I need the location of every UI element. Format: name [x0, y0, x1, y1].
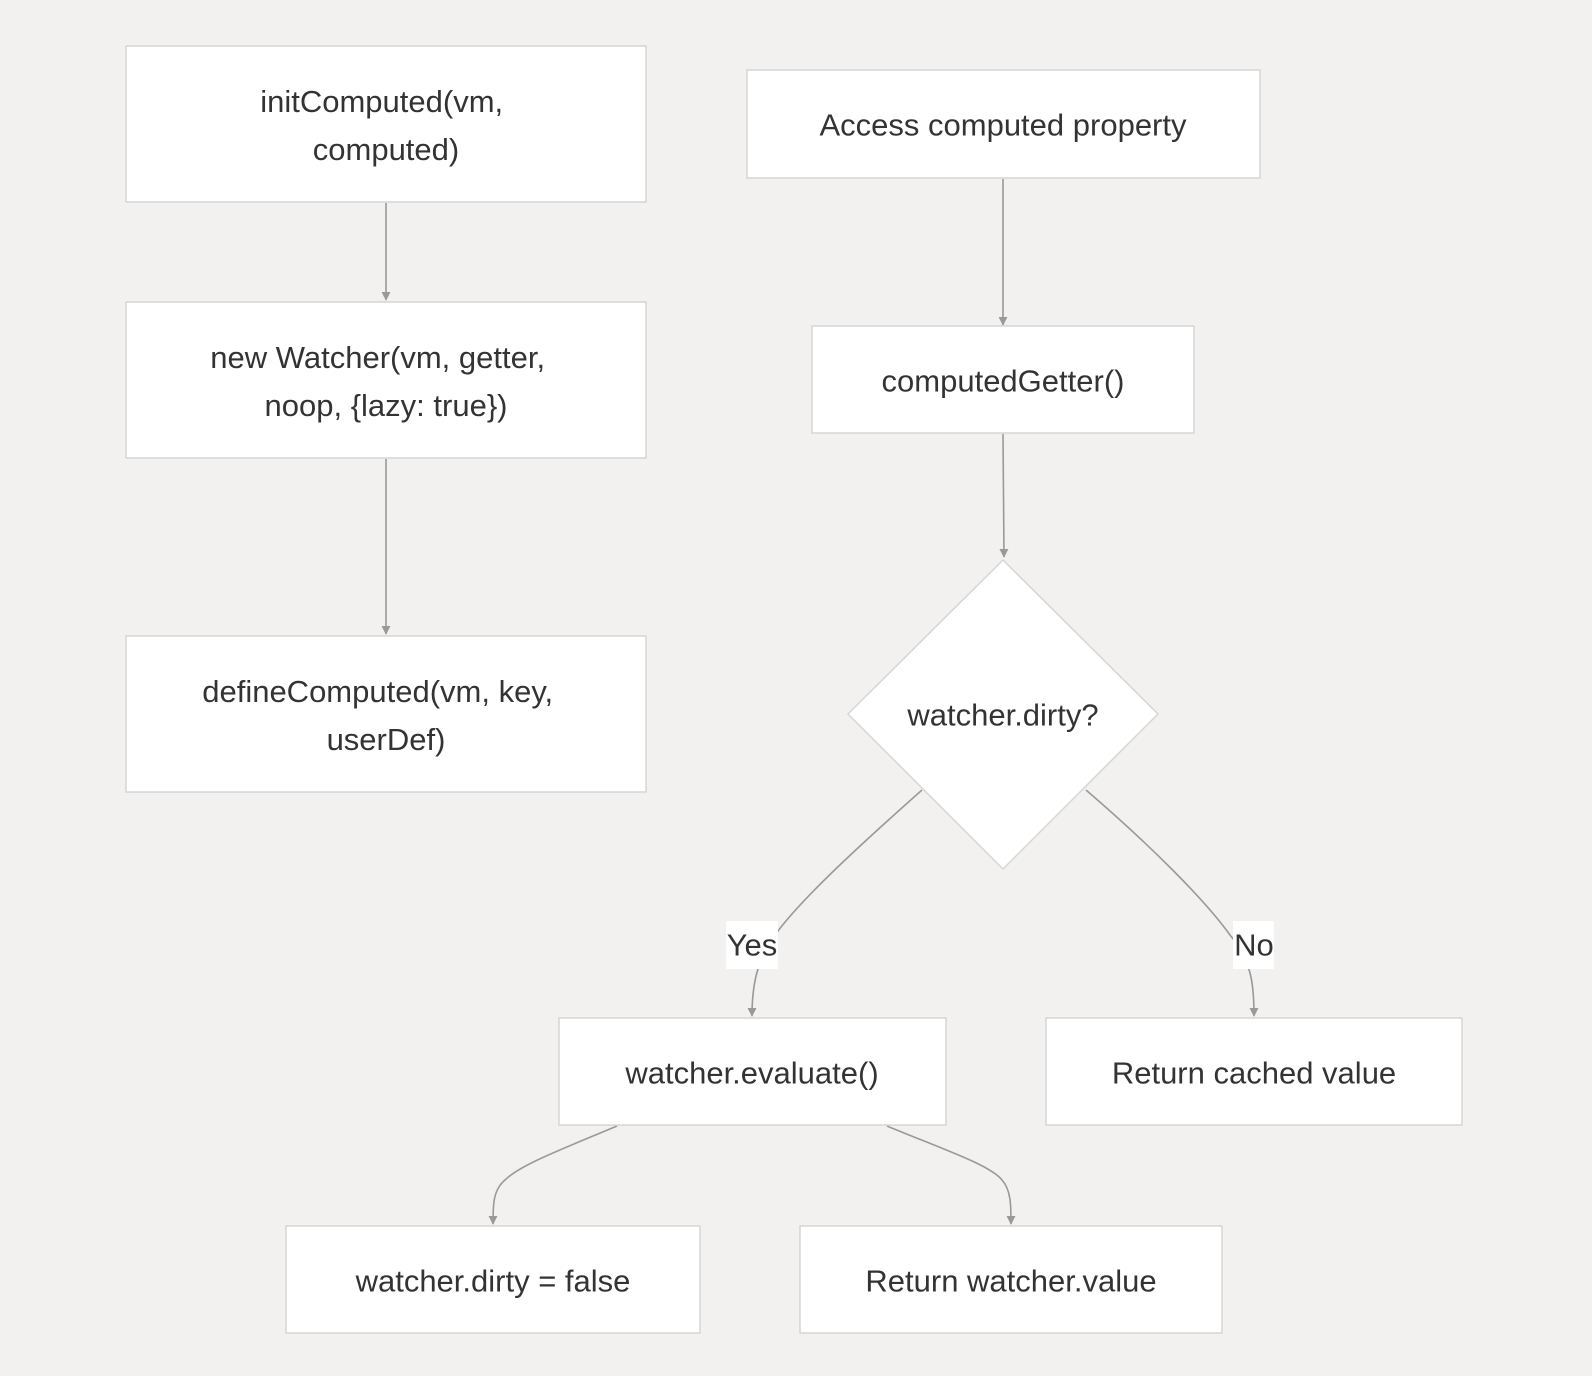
edge-label-no: No: [1234, 928, 1274, 963]
node-set-dirty-false-label: watcher.dirty = false: [355, 1264, 631, 1299]
node-computed-getter-label: computedGetter(): [882, 364, 1125, 399]
node-init-computed-line-1: initComputed(vm,: [260, 84, 503, 119]
node-return-cached-label: Return cached value: [1112, 1056, 1396, 1091]
node-init-computed-line-2: computed): [313, 132, 459, 167]
node-access-computed-label: Access computed property: [819, 108, 1187, 143]
node-init-computed-label: initComputed(vm, computed): [260, 84, 512, 167]
node-define-computed-line-2: userDef): [327, 722, 446, 757]
node-evaluate: watcher.evaluate(): [558, 1017, 947, 1126]
edge-label-yes: Yes: [727, 928, 778, 963]
edge-dirty-no: [1085, 789, 1259, 1017]
edge-label-no-bg: [1233, 921, 1274, 969]
node-access-computed: Access computed property: [746, 69, 1261, 179]
edge-label-yes-bg: [726, 921, 778, 969]
edge-evaluate-to-return-value: [886, 1125, 1016, 1225]
node-new-watcher-box: [125, 301, 647, 459]
node-return-cached-box: [1045, 1017, 1463, 1126]
node-return-value-label: Return watcher.value: [865, 1264, 1156, 1299]
edges: [381, 179, 1259, 1225]
node-new-watcher: new Watcher(vm, getter, noop, {lazy: tru…: [125, 301, 647, 459]
node-init-computed-box: [125, 45, 647, 203]
node-init-computed: initComputed(vm, computed): [125, 45, 647, 203]
node-set-dirty-false: watcher.dirty = false: [285, 1225, 701, 1334]
node-computed-getter: computedGetter(): [811, 325, 1195, 434]
node-set-dirty-false-box: [285, 1225, 701, 1334]
node-evaluate-label: watcher.evaluate(): [624, 1056, 878, 1091]
node-define-computed-label: defineComputed(vm, key, userDef): [202, 674, 562, 757]
node-dirty-check-label: watcher.dirty?: [906, 698, 1098, 733]
edge-evaluate-to-dirty-false: [488, 1125, 618, 1225]
node-evaluate-box: [558, 1017, 947, 1126]
node-dirty-check-diamond: [846, 558, 1160, 871]
node-define-computed-box: [125, 635, 647, 793]
node-define-computed-line-1: defineComputed(vm, key,: [202, 674, 553, 709]
edge-getter-to-dirty: [999, 433, 1009, 558]
node-return-value: Return watcher.value: [799, 1225, 1223, 1334]
node-new-watcher-line-1: new Watcher(vm, getter,: [210, 340, 545, 375]
node-access-computed-box: [746, 69, 1261, 179]
node-new-watcher-line-2: noop, {lazy: true}): [265, 388, 508, 423]
node-return-cached: Return cached value: [1045, 1017, 1463, 1126]
node-define-computed: defineComputed(vm, key, userDef): [125, 635, 647, 793]
edge-labels: Yes No: [726, 921, 1274, 969]
node-dirty-check: watcher.dirty?: [846, 558, 1160, 871]
node-computed-getter-box: [811, 325, 1195, 434]
node-new-watcher-label: new Watcher(vm, getter, noop, {lazy: tru…: [210, 340, 553, 423]
node-return-value-box: [799, 1225, 1223, 1334]
edge-dirty-yes: [747, 789, 923, 1017]
